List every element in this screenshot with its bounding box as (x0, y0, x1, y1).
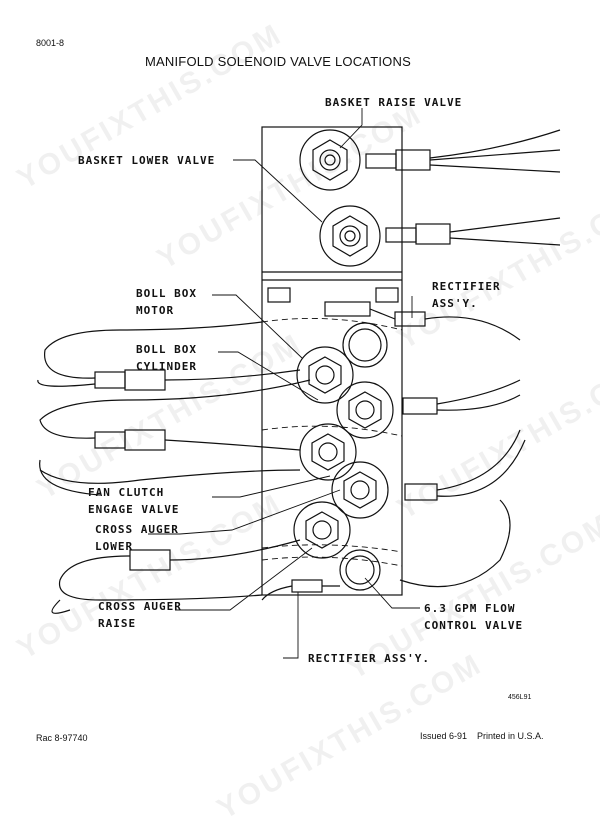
basket-raise-valve (299, 129, 361, 191)
label-line: CONTROL VALVE (424, 619, 524, 632)
label-line: CROSS AUGER (98, 600, 182, 613)
boll-box-motor-valve (336, 381, 394, 439)
footer-issued: Issued 6-91 (420, 731, 468, 741)
connector (404, 429, 526, 501)
label-line: RECTIFIER (432, 280, 501, 293)
label-line: CYLINDER (136, 360, 197, 373)
page-code: 8001-8 (36, 38, 65, 48)
label-basket-raise-valve: BASKET RAISE VALVE (325, 96, 463, 109)
label-boll-box-motor: BOLL BOX MOTOR (136, 285, 197, 319)
label-rectifier-top: RECTIFIER ASS'Y. (432, 278, 501, 312)
figure-code: 456L91 (508, 694, 532, 701)
label-line: 6.3 GPM FLOW (424, 602, 516, 615)
label-line: MOTOR (136, 304, 175, 317)
label-line: ASS'Y. (432, 297, 478, 310)
label-line: LOWER (95, 540, 134, 553)
connector (402, 379, 521, 415)
label-flow-control: 6.3 GPM FLOW CONTROL VALVE (424, 600, 523, 634)
label-fan-clutch: FAN CLUTCH ENGAGE VALVE (88, 484, 179, 518)
connector (365, 149, 561, 173)
label-line: BOLL BOX (136, 287, 197, 300)
cross-auger-right-valve (331, 461, 389, 519)
label-rectifier-bottom: RECTIFIER ASS'Y. (308, 652, 430, 665)
connector (37, 321, 301, 391)
connector (385, 217, 561, 246)
footer-left: Rac 8-97740 (36, 733, 88, 743)
manifold-diagram (37, 108, 561, 659)
rectifier-round-top (342, 322, 388, 368)
page-title: MANIFOLD SOLENOID VALVE LOCATIONS (145, 54, 411, 69)
label-cross-auger-lower: CROSS AUGER LOWER (95, 521, 179, 555)
label-line: RAISE (98, 617, 137, 630)
flow-control-valve (339, 549, 381, 591)
connector (58, 539, 301, 601)
label-boll-box-cylinder: BOLL BOX CYLINDER (136, 341, 197, 375)
connector (39, 379, 311, 451)
label-line: FAN CLUTCH (88, 486, 165, 499)
boll-box-cylinder-valve (296, 346, 354, 404)
basket-lower-valve (319, 205, 381, 267)
connector (261, 579, 340, 601)
fan-clutch-valve (299, 423, 357, 481)
label-line: BOLL BOX (136, 343, 197, 356)
label-cross-auger-raise: CROSS AUGER RAISE (98, 598, 182, 632)
manifold-block (261, 126, 403, 596)
connector (324, 301, 521, 341)
footer-printed: Printed in U.S.A. (477, 731, 544, 741)
label-line: ENGAGE VALVE (88, 503, 180, 516)
label-basket-lower-valve: BASKET LOWER VALVE (78, 154, 216, 167)
label-line: CROSS AUGER (95, 523, 179, 536)
cross-auger-valve (293, 501, 351, 559)
